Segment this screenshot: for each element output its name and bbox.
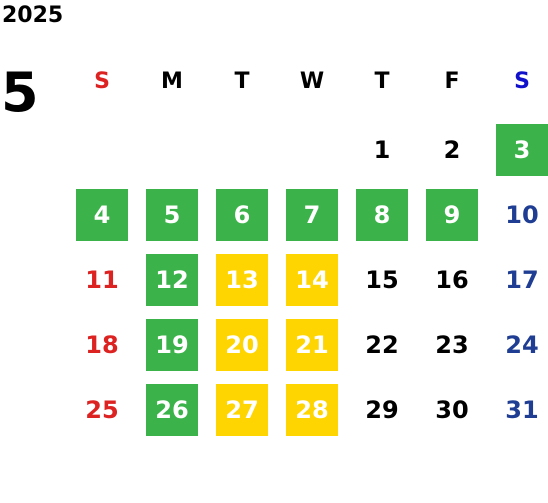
day-cell[interactable]: 19 [146, 319, 198, 371]
day-cell[interactable]: 11 [85, 266, 119, 294]
weekday-label: W [299, 69, 325, 94]
day-cell[interactable]: 30 [435, 396, 469, 424]
day-cell[interactable]: 7 [286, 189, 338, 241]
day-cell[interactable]: 1 [373, 136, 391, 164]
day-cell[interactable]: 8 [356, 189, 408, 241]
day-cell[interactable]: 2 [443, 136, 461, 164]
day-cell[interactable]: 24 [505, 331, 539, 359]
weekday-label: S [514, 69, 530, 94]
day-cell[interactable]: 23 [435, 331, 469, 359]
day-cell[interactable]: 13 [216, 254, 268, 306]
calendar-year: 2025 [2, 3, 64, 28]
weekday-label: T [234, 69, 250, 94]
day-cell[interactable]: 17 [505, 266, 539, 294]
day-cell[interactable]: 6 [216, 189, 268, 241]
day-cell[interactable]: 25 [85, 396, 119, 424]
weekday-label: F [444, 69, 460, 94]
calendar-month: 5 [1, 61, 39, 124]
day-cell[interactable]: 21 [286, 319, 338, 371]
day-cell[interactable]: 26 [146, 384, 198, 436]
weekday-label: T [374, 69, 390, 94]
day-cell[interactable]: 18 [85, 331, 119, 359]
weekday-label: S [94, 69, 110, 94]
day-cell[interactable]: 22 [365, 331, 399, 359]
day-cell[interactable]: 28 [286, 384, 338, 436]
day-cell[interactable]: 4 [76, 189, 128, 241]
day-cell[interactable]: 20 [216, 319, 268, 371]
weekday-label: M [161, 69, 183, 94]
day-cell[interactable]: 5 [146, 189, 198, 241]
day-cell[interactable]: 14 [286, 254, 338, 306]
day-cell[interactable]: 31 [505, 396, 539, 424]
day-cell[interactable]: 15 [365, 266, 399, 294]
day-cell[interactable]: 27 [216, 384, 268, 436]
day-cell[interactable]: 12 [146, 254, 198, 306]
day-cell[interactable]: 9 [426, 189, 478, 241]
day-cell[interactable]: 10 [505, 201, 539, 229]
day-cell[interactable]: 16 [435, 266, 469, 294]
day-cell[interactable]: 3 [496, 124, 548, 176]
day-cell[interactable]: 29 [365, 396, 399, 424]
